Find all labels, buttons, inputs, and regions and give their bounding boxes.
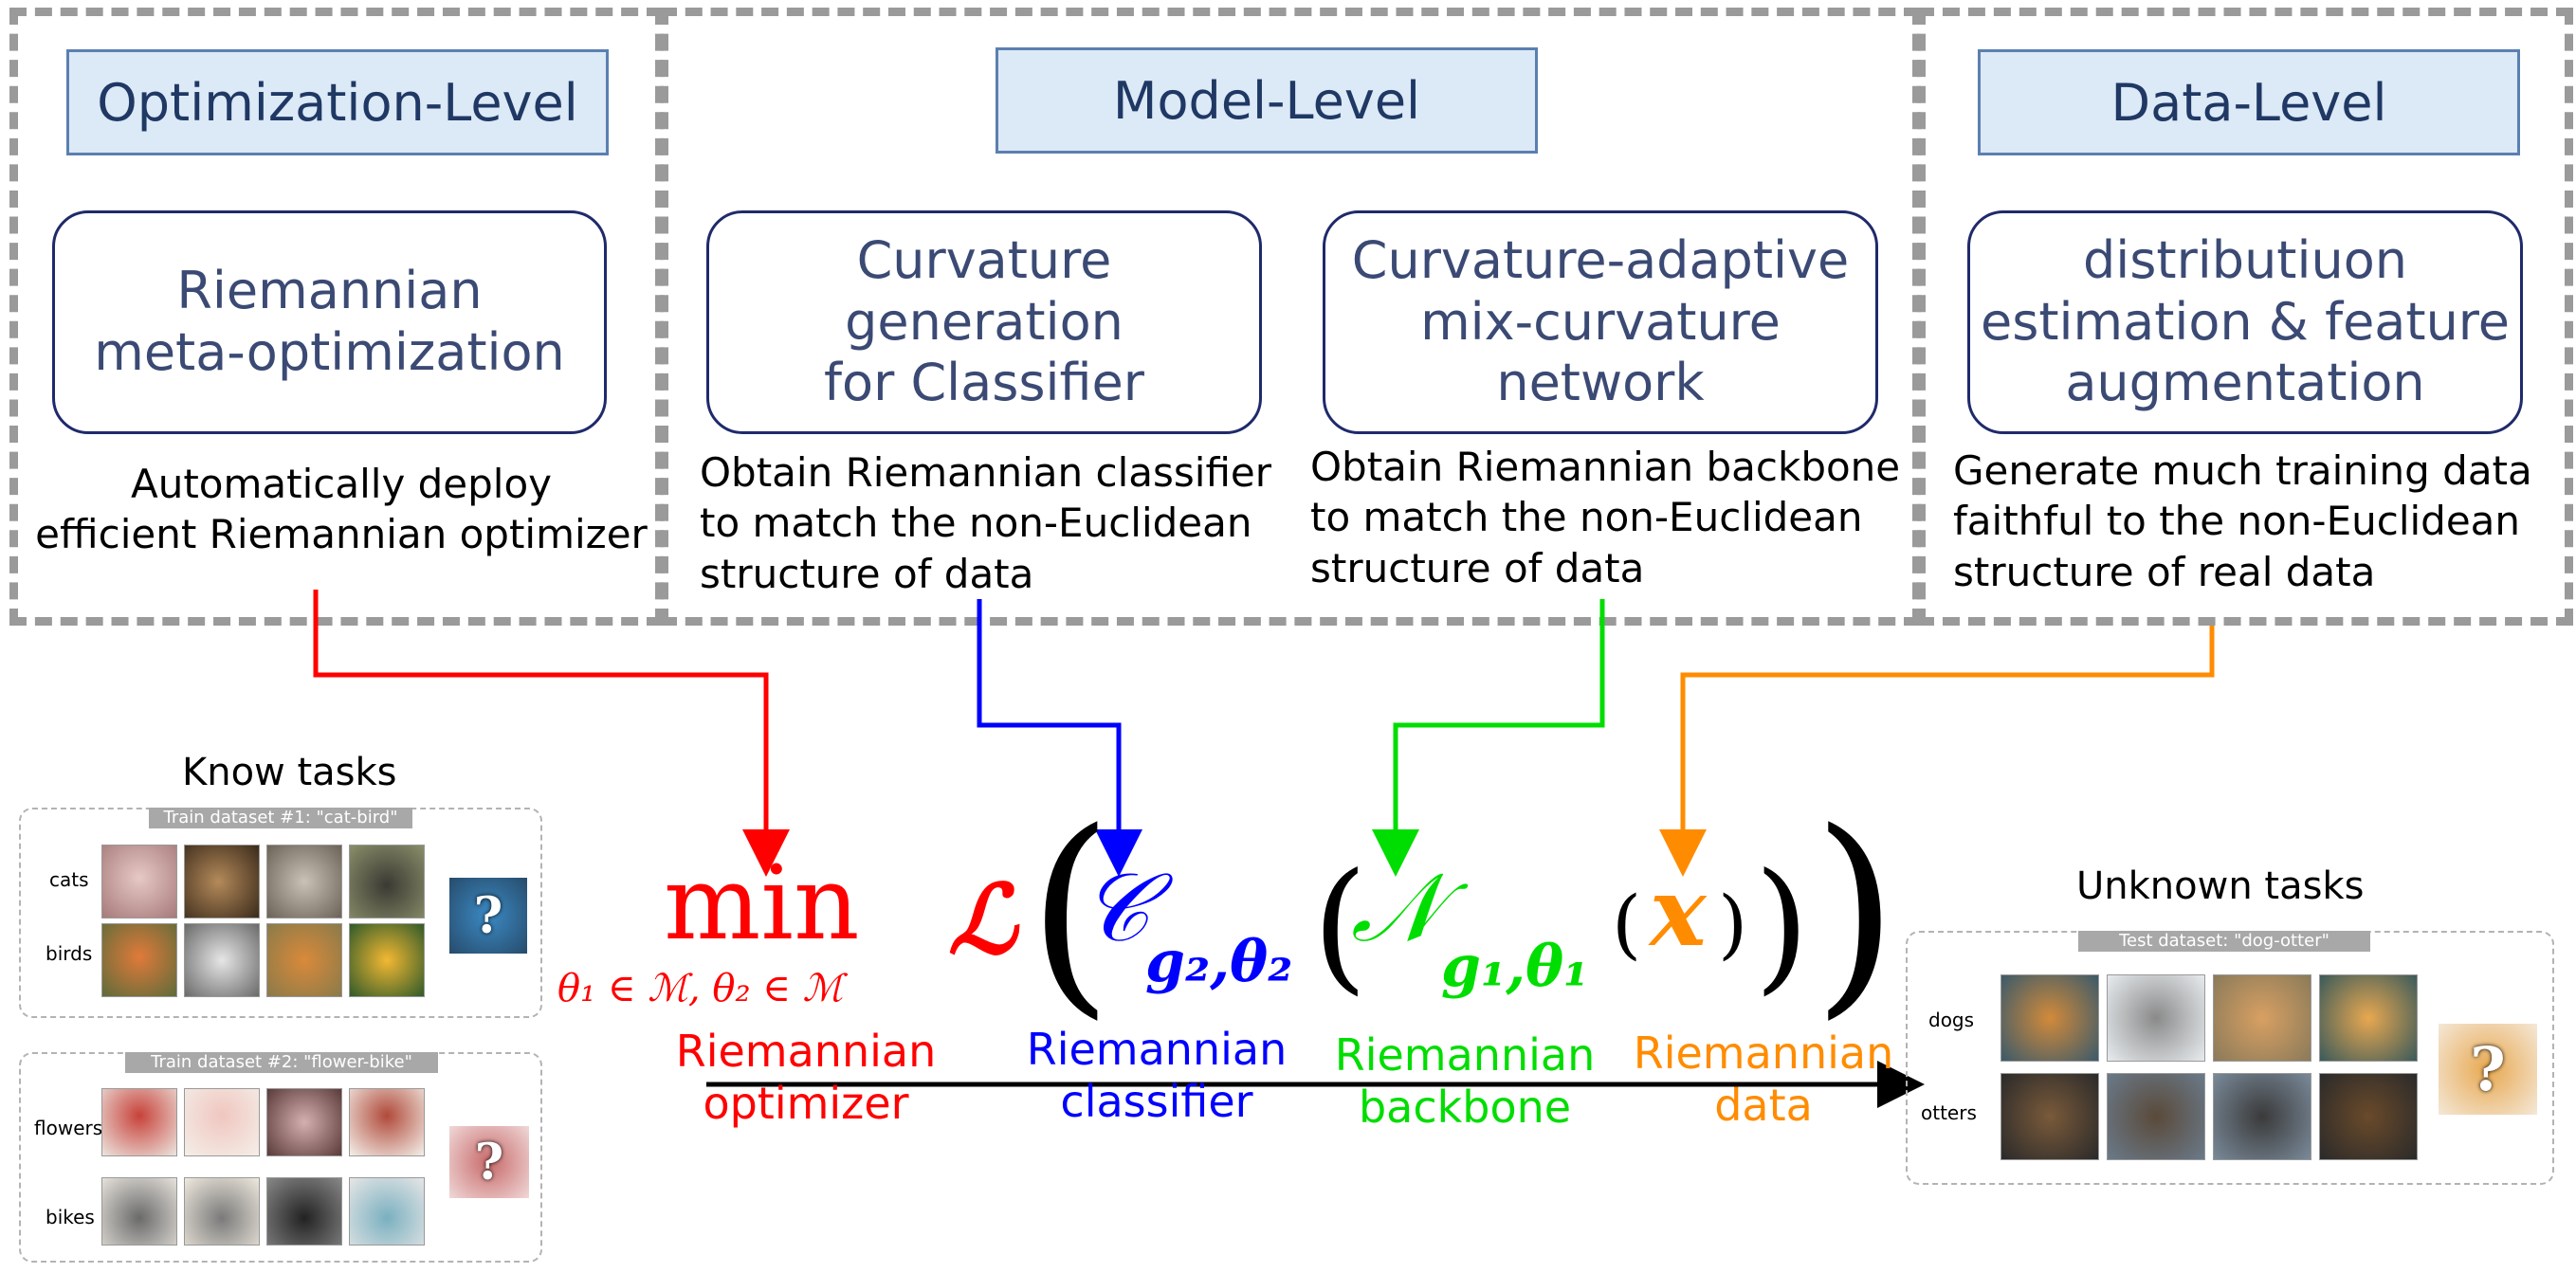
otter-thumbnail	[2319, 1073, 2418, 1160]
row-label-dogs: dogs	[1928, 1009, 1975, 1031]
formula-inner-paren-close: )	[1754, 844, 1810, 1009]
formula-min-subscript: θ₁ ∈ ℳ, θ₂ ∈ ℳ	[557, 967, 844, 1010]
otter-thumbnail	[2107, 1073, 2205, 1160]
optimization-level-region	[9, 8, 664, 626]
otter-thumbnail	[2213, 1073, 2311, 1160]
bird-thumbnail	[184, 923, 260, 997]
formula-input-x: x	[1650, 856, 1707, 968]
query-bird-thumbnail: ?	[449, 878, 527, 954]
formula-classifier-subscript: g₂,θ₂	[1145, 929, 1293, 995]
dog-thumbnail	[2319, 974, 2418, 1062]
cat-thumbnail	[349, 845, 425, 918]
otter-thumbnail	[2001, 1073, 2099, 1160]
model-level-header: Model-Level	[996, 47, 1538, 154]
dog-thumbnail	[2001, 974, 2099, 1062]
flower-thumbnail	[266, 1088, 342, 1156]
row-label-cats: cats	[49, 868, 89, 891]
train-dataset-1-title: Train dataset #1: "cat-bird"	[149, 808, 412, 828]
unknown-tasks-title: Unknown tasks	[2076, 864, 2365, 908]
bird-thumbnail	[266, 923, 342, 997]
bike-thumbnail	[349, 1177, 425, 1246]
formula-inner-paren-open: (	[1312, 844, 1368, 1009]
row-label-bikes: bikes	[46, 1206, 95, 1228]
train-dataset-2-panel: Train dataset #2: "flower-bike" flowers …	[19, 1052, 542, 1263]
data-arrow	[1659, 626, 2215, 877]
flower-thumbnail	[101, 1088, 177, 1156]
formula-input-paren-close: )	[1718, 880, 1748, 968]
backbone-arrow	[1372, 599, 1605, 877]
data-level-region	[1917, 8, 2573, 626]
query-dog-thumbnail: ?	[2439, 1024, 2537, 1115]
formula-min: min	[664, 845, 860, 963]
dog-thumbnail	[2213, 974, 2311, 1062]
test-dataset-title: Test dataset: "dog-otter"	[2078, 931, 2370, 952]
classifier-arrow	[977, 599, 1142, 877]
query-flower-thumbnail: ?	[449, 1126, 529, 1198]
train-dataset-1-panel: Train dataset #1: "cat-bird" cats birds …	[19, 808, 542, 1018]
bike-thumbnail	[184, 1177, 260, 1246]
cat-thumbnail	[184, 845, 260, 918]
row-label-flowers: flowers	[34, 1117, 103, 1139]
bird-thumbnail	[349, 923, 425, 997]
formula-backbone-subscript: g₁,θ₁	[1441, 934, 1589, 1000]
train-dataset-2-title: Train dataset #2: "flower-bike"	[125, 1052, 438, 1073]
row-label-otters: otters	[1921, 1101, 1977, 1124]
flower-thumbnail	[184, 1088, 260, 1156]
bike-thumbnail	[101, 1177, 177, 1246]
bird-thumbnail	[101, 923, 177, 997]
formula-outer-paren-close: )	[1813, 786, 1898, 1039]
test-dataset-panel: Test dataset: "dog-otter" dogs otters ?	[1906, 931, 2554, 1185]
optimization-level-header: Optimization-Level	[66, 49, 609, 155]
row-label-birds: birds	[46, 942, 93, 965]
data-level-header: Data-Level	[1978, 49, 2520, 155]
formula-outer-paren-open: (	[1028, 786, 1113, 1039]
bike-thumbnail	[266, 1177, 342, 1246]
formula-loss: ℒ	[948, 864, 1017, 975]
flower-thumbnail	[349, 1088, 425, 1156]
dog-thumbnail	[2107, 974, 2205, 1062]
formula-input-paren-open: (	[1612, 880, 1642, 968]
formula-classifier: 𝒞	[1081, 852, 1150, 963]
model-level-region	[660, 8, 1921, 626]
cat-thumbnail	[101, 845, 177, 918]
formula-backbone: 𝒩	[1351, 852, 1442, 963]
cat-thumbnail	[266, 845, 342, 918]
known-tasks-title: Know tasks	[182, 751, 397, 794]
optimizer-arrow	[313, 590, 790, 877]
